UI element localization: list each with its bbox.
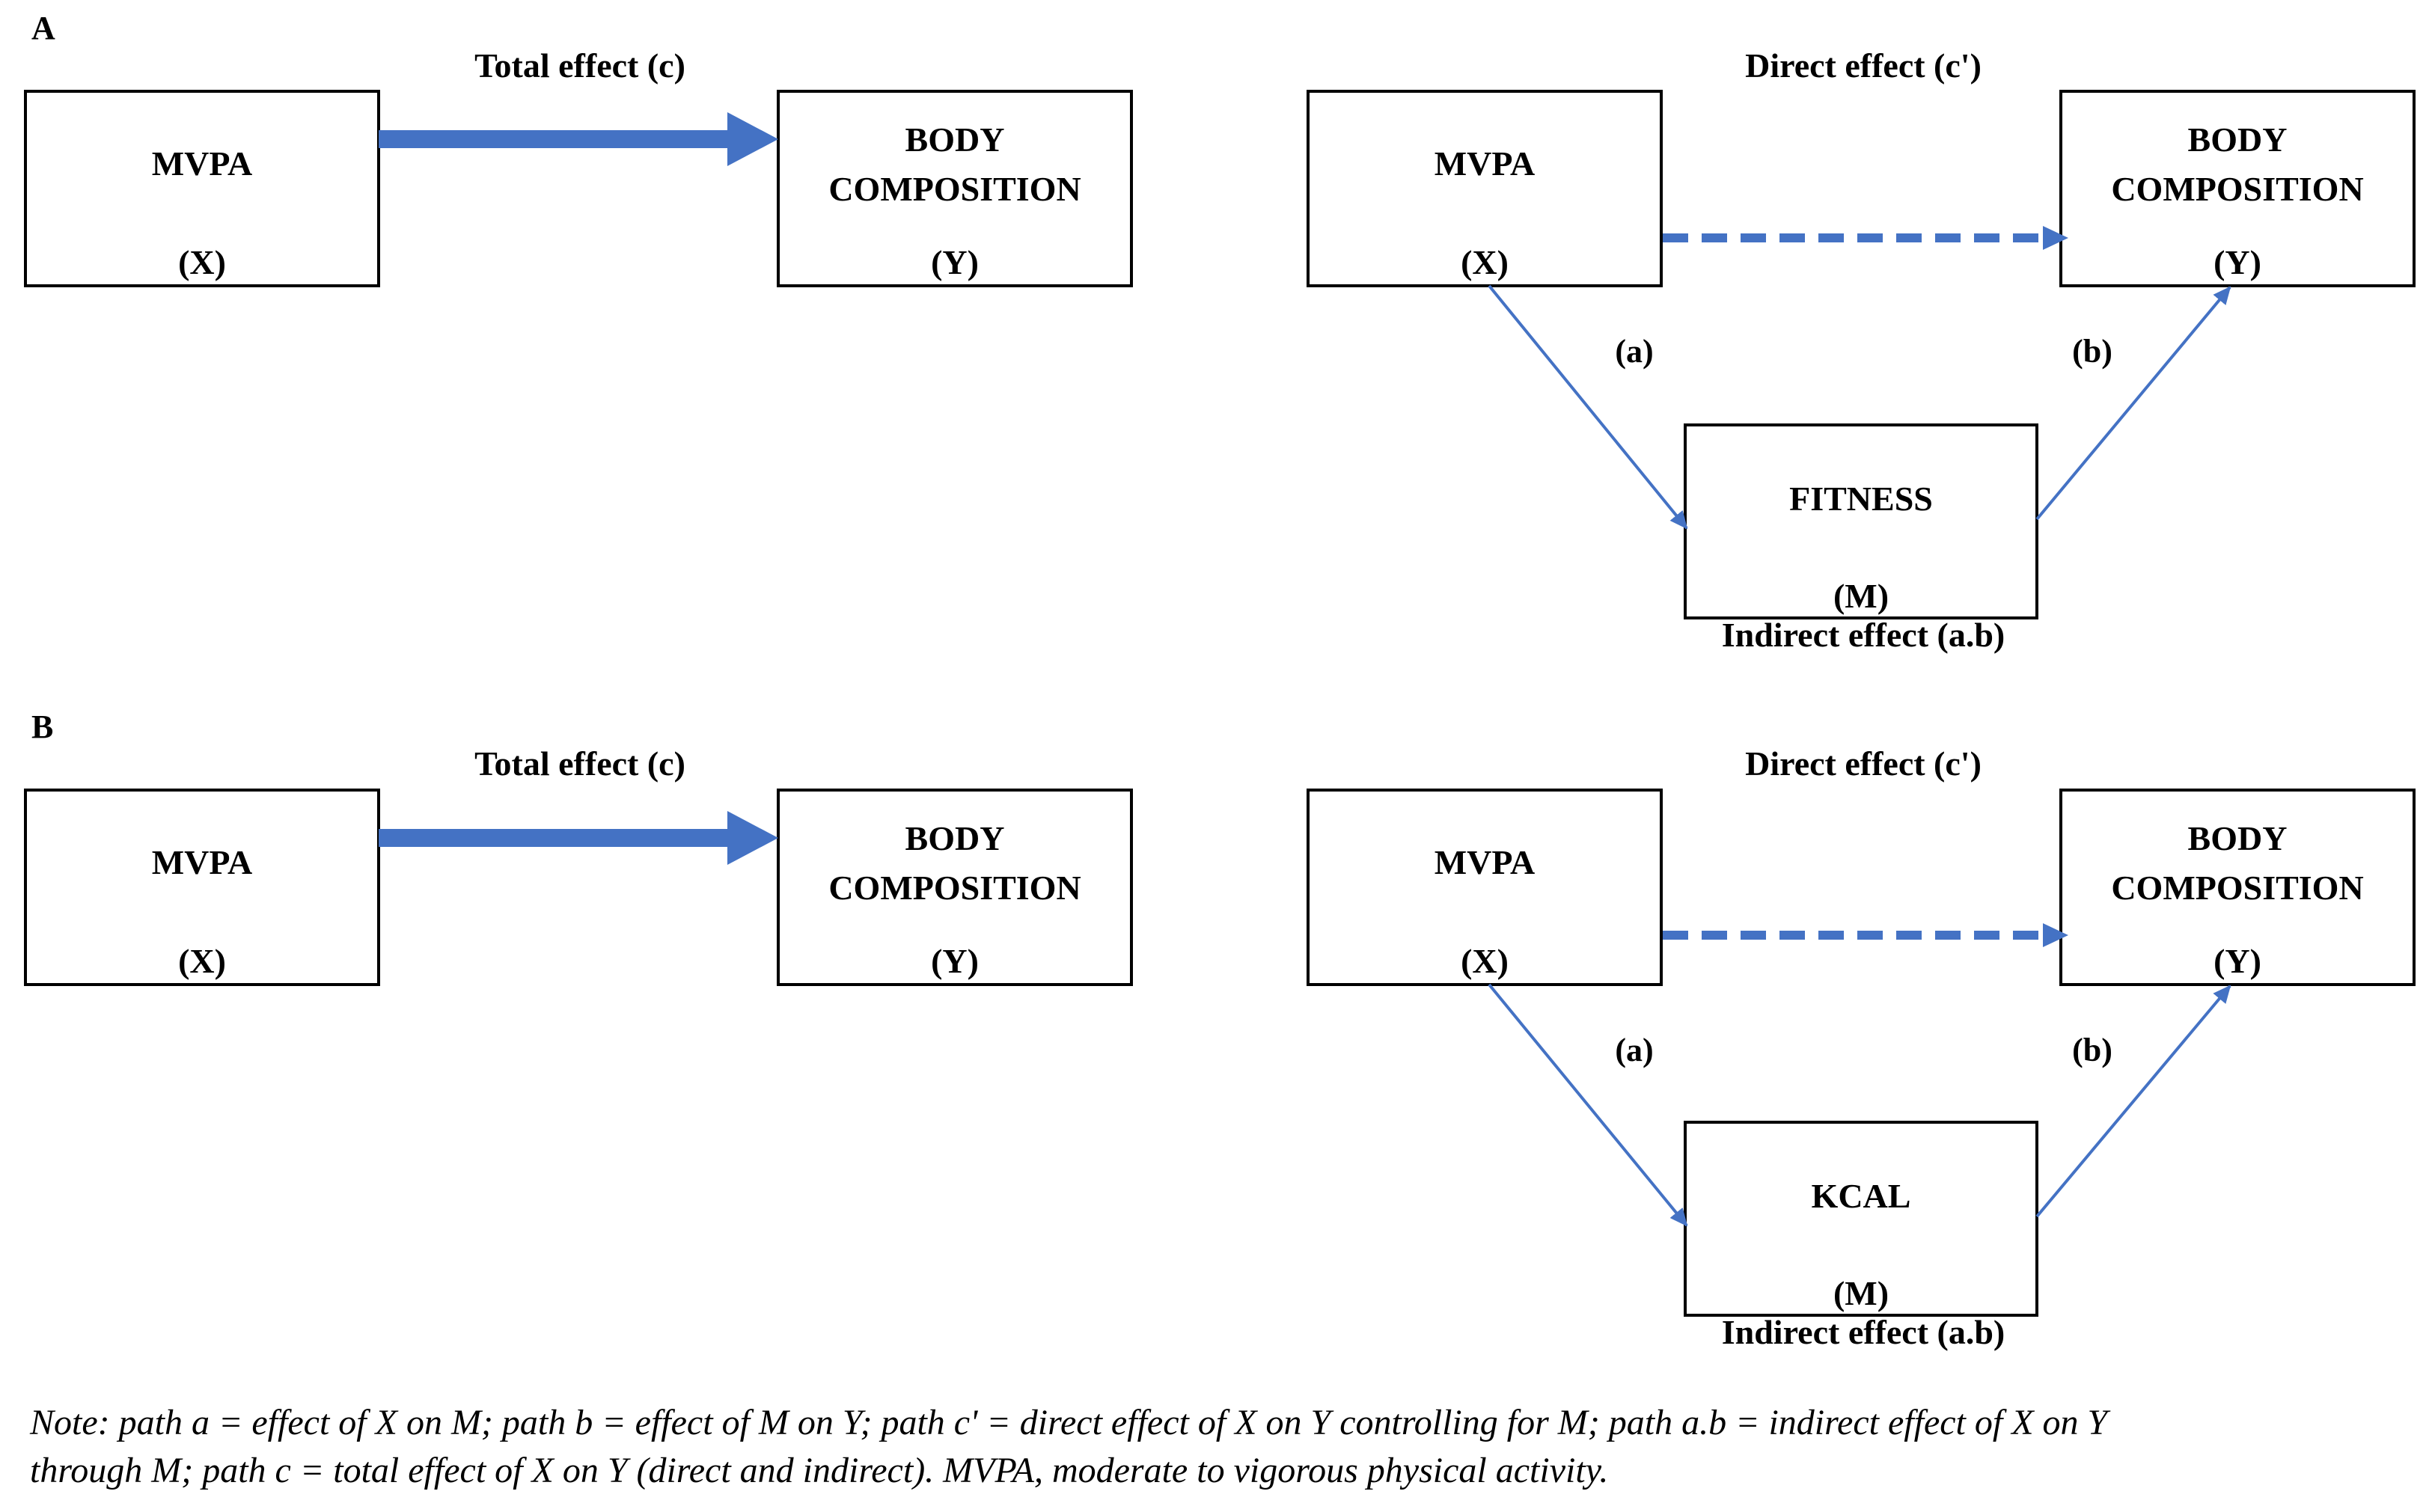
panel-b-label: B	[31, 708, 53, 745]
panel-b-med-m-tag: (M)	[1833, 1274, 1889, 1312]
panel-b-med-y-box	[2059, 789, 2416, 986]
panel-a-med-m-tag: (M)	[1833, 577, 1889, 615]
panel-a-path-b-label: (b)	[2072, 333, 2112, 370]
panel-b-med-x-tag: (X)	[1461, 942, 1509, 980]
panel-a-med-m-box	[1684, 423, 2038, 619]
note-line-2: through M; path c = total effect of X on…	[30, 1451, 1609, 1490]
mediation-diagram: A Total effect (c) MVPA (X) BODY COMPOSI…	[24, 10, 2416, 1351]
panel-b-path-b-arrow	[2035, 985, 2231, 1218]
panel-b-mediation-model: Direct effect (c') MVPA (X) BODY COMPOSI…	[1307, 744, 2416, 1351]
panel-b-total-title: Total effect (c)	[474, 744, 685, 783]
panel-b-med-y-line1: BODY	[2188, 819, 2288, 857]
panel-a-total-effect-arrow	[379, 112, 778, 166]
panel-b-total-x-box	[24, 789, 380, 986]
panel-b-path-b-label: (b)	[2072, 1032, 2112, 1068]
panel-a-med-y-tag: (Y)	[2213, 243, 2261, 281]
panel-a-direct-effect-arrow	[1663, 226, 2068, 250]
panel-b-total-x-tag: (X)	[178, 942, 226, 980]
note-line-1: Note: path a = effect of X on M; path b …	[30, 1403, 2108, 1442]
panel-b-total-y-line2: COMPOSITION	[828, 869, 1081, 907]
panel-a-total-x-box	[24, 90, 380, 287]
panel-b-total-model: Total effect (c) MVPA (X) BODY COMPOSITI…	[24, 744, 1133, 986]
panel-a-path-a-arrow	[1488, 284, 1688, 530]
panel-a-total-model: Total effect (c) MVPA (X) BODY COMPOSITI…	[24, 46, 1133, 287]
panel-a-med-x-box	[1307, 90, 1663, 287]
panel-b-indirect-label: Indirect effect (a.b)	[1722, 1313, 2005, 1351]
panel-a-total-y-box	[777, 90, 1133, 287]
panel-b-med-m-name: KCAL	[1812, 1177, 1911, 1215]
panel-a-total-title: Total effect (c)	[474, 46, 685, 85]
panel-a-total-y-tag: (Y)	[931, 243, 979, 281]
panel-b-total-effect-arrow	[379, 811, 778, 865]
panel-a-path-b-arrow	[2035, 286, 2231, 521]
panel-a-label: A	[31, 10, 55, 46]
panel-b-med-x-name: MVPA	[1435, 843, 1536, 881]
panel-a-path-a-label: (a)	[1615, 333, 1653, 370]
panel-b-direct-title: Direct effect (c')	[1745, 744, 1982, 783]
panel-b-total-y-box	[777, 789, 1133, 986]
panel-a-total-x-name: MVPA	[152, 144, 253, 183]
panel-b-total-y-tag: (Y)	[931, 942, 979, 980]
panel-a-total-y-line1: BODY	[905, 120, 1005, 159]
panel-a-med-x-name: MVPA	[1435, 144, 1536, 183]
panel-a-indirect-label: Indirect effect (a.b)	[1722, 616, 2005, 654]
panel-b-path-a-arrow	[1488, 983, 1688, 1227]
panel-a-med-m-name: FITNESS	[1789, 480, 1933, 518]
panel-b-path-a-label: (a)	[1615, 1032, 1653, 1068]
panel-a-total-x-tag: (X)	[178, 243, 226, 281]
panel-b-direct-effect-arrow	[1663, 923, 2068, 947]
panel-b-total-x-name: MVPA	[152, 843, 253, 881]
panel-a: A Total effect (c) MVPA (X) BODY COMPOSI…	[24, 10, 2416, 654]
panel-b-med-y-line2: COMPOSITION	[2111, 869, 2363, 907]
panel-b-med-m-box	[1684, 1121, 2038, 1317]
panel-a-total-y-line2: COMPOSITION	[828, 170, 1081, 208]
panel-b: B Total effect (c) MVPA (X) BODY COMPOSI…	[24, 708, 2416, 1351]
panel-b-med-y-tag: (Y)	[2213, 942, 2261, 980]
figure-note: Note: path a = effect of X on M; path b …	[30, 1399, 2410, 1495]
panel-a-med-y-line2: COMPOSITION	[2111, 170, 2363, 208]
panel-b-total-y-line1: BODY	[905, 819, 1005, 857]
panel-a-mediation-model: Direct effect (c') MVPA (X) BODY COMPOSI…	[1307, 46, 2416, 654]
panel-a-med-y-box	[2059, 90, 2416, 287]
panel-a-med-y-line1: BODY	[2188, 120, 2288, 159]
panel-b-med-x-box	[1307, 789, 1663, 986]
panel-a-direct-title: Direct effect (c')	[1745, 46, 1982, 85]
panel-a-med-x-tag: (X)	[1461, 243, 1509, 281]
